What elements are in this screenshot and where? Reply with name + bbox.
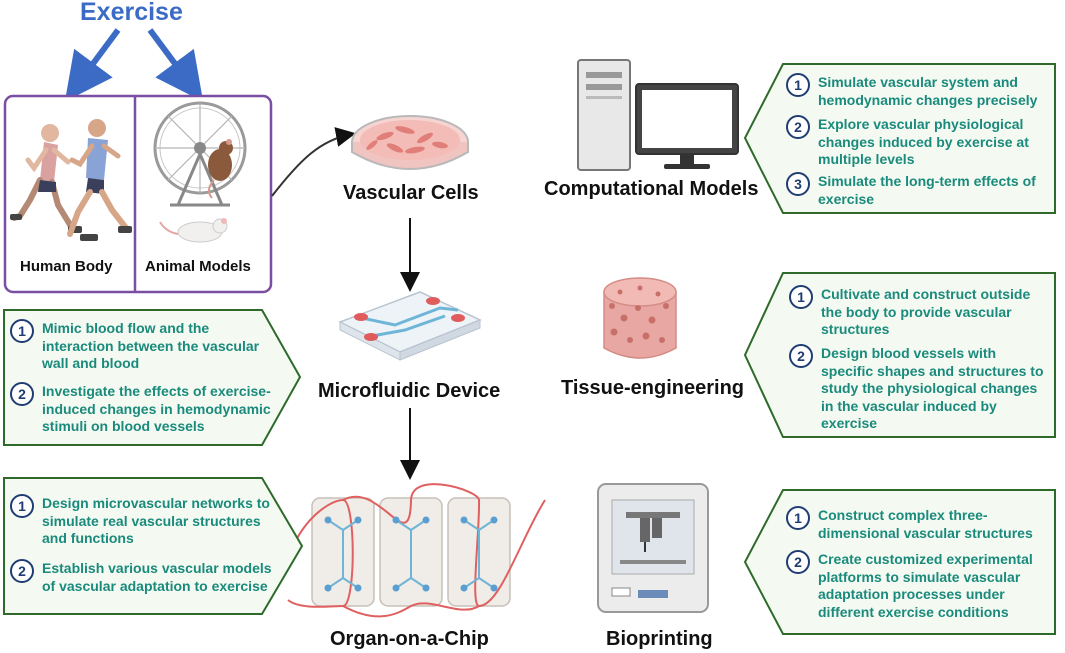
microfluidic-illustration	[338, 291, 482, 361]
item-text: Mimic blood flow and the interaction bet…	[42, 320, 260, 371]
item-text: Construct complex three-dimensional vasc…	[818, 507, 1033, 541]
bioprinting-label: Bioprinting	[606, 628, 713, 650]
item-text: Investigate the effects of exercise-indu…	[42, 383, 271, 434]
number-badge: 1	[10, 319, 34, 343]
organ-on-a-chip-label: Organ-on-a-Chip	[330, 628, 489, 650]
tissue-box	[743, 272, 1056, 438]
number-badge: 2	[10, 559, 34, 583]
item-text: Simulate the long-term effects of exerci…	[818, 173, 1036, 207]
petri-dish-illustration	[351, 115, 469, 170]
organ-item-1: 1 Design microvascular networks to simul…	[10, 494, 280, 548]
computational-box	[743, 63, 1056, 214]
tissue-engineering-label: Tissue-engineering	[561, 377, 745, 399]
number-badge: 2	[789, 344, 813, 368]
runners-illustration	[10, 119, 132, 241]
number-badge: 2	[786, 115, 810, 139]
organ-box	[3, 477, 304, 615]
item-text: Create customized experimental platforms…	[818, 551, 1033, 620]
vascular-cells-label: Vascular Cells	[343, 182, 479, 204]
animal-illustration	[153, 101, 247, 243]
bioprint-item-2: 2 Create customized experimental platfor…	[786, 550, 1050, 621]
microfluidic-box	[3, 309, 302, 446]
organ-chip-illustration	[287, 483, 546, 618]
scaffold-illustration	[603, 277, 677, 359]
tissue-item-2: 2 Design blood vessels with specific sha…	[789, 344, 1049, 433]
microfluidic-item-1: 1 Mimic blood flow and the interaction b…	[10, 319, 272, 373]
human-body-label: Human Body	[20, 258, 113, 275]
computational-item-2: 2 Explore vascular physiological changes…	[786, 115, 1048, 169]
printer-illustration	[597, 483, 709, 613]
microfluidic-item-2: 2 Investigate the effects of exercise-in…	[10, 382, 280, 436]
item-text: Explore vascular physiological changes i…	[818, 116, 1029, 167]
item-text: Establish various vascular models of vas…	[42, 560, 272, 594]
item-text: Design microvascular networks to simulat…	[42, 495, 270, 546]
tissue-item-1: 1 Cultivate and construct outside the bo…	[789, 285, 1049, 339]
computational-item-1: 1 Simulate vascular system and hemodynam…	[786, 73, 1048, 109]
item-text: Cultivate and construct outside the body…	[821, 286, 1031, 337]
computational-models-label: Computational Models	[544, 178, 759, 200]
info-boxes	[3, 63, 1056, 635]
arrow-to-cells	[271, 127, 356, 197]
number-badge: 2	[786, 550, 810, 574]
microfluidic-device-label: Microfluidic Device	[318, 380, 501, 402]
exercise-arrows	[64, 28, 204, 102]
computer-illustration	[577, 59, 739, 171]
organ-item-2: 2 Establish various vascular models of v…	[10, 559, 280, 595]
exercise-title: Exercise	[80, 0, 183, 26]
item-text: Simulate vascular system and hemodynamic…	[818, 74, 1038, 108]
number-badge: 1	[786, 73, 810, 97]
number-badge: 2	[10, 382, 34, 406]
computational-item-3: 3 Simulate the long-term effects of exer…	[786, 172, 1048, 208]
item-text: Design blood vessels with specific shape…	[821, 345, 1044, 431]
number-badge: 3	[786, 172, 810, 196]
bioprint-box	[743, 489, 1056, 635]
number-badge: 1	[786, 506, 810, 530]
number-badge: 1	[10, 494, 34, 518]
number-badge: 1	[789, 285, 813, 309]
bioprint-item-1: 1 Construct complex three-dimensional va…	[786, 506, 1050, 542]
animal-models-label: Animal Models	[145, 258, 251, 275]
